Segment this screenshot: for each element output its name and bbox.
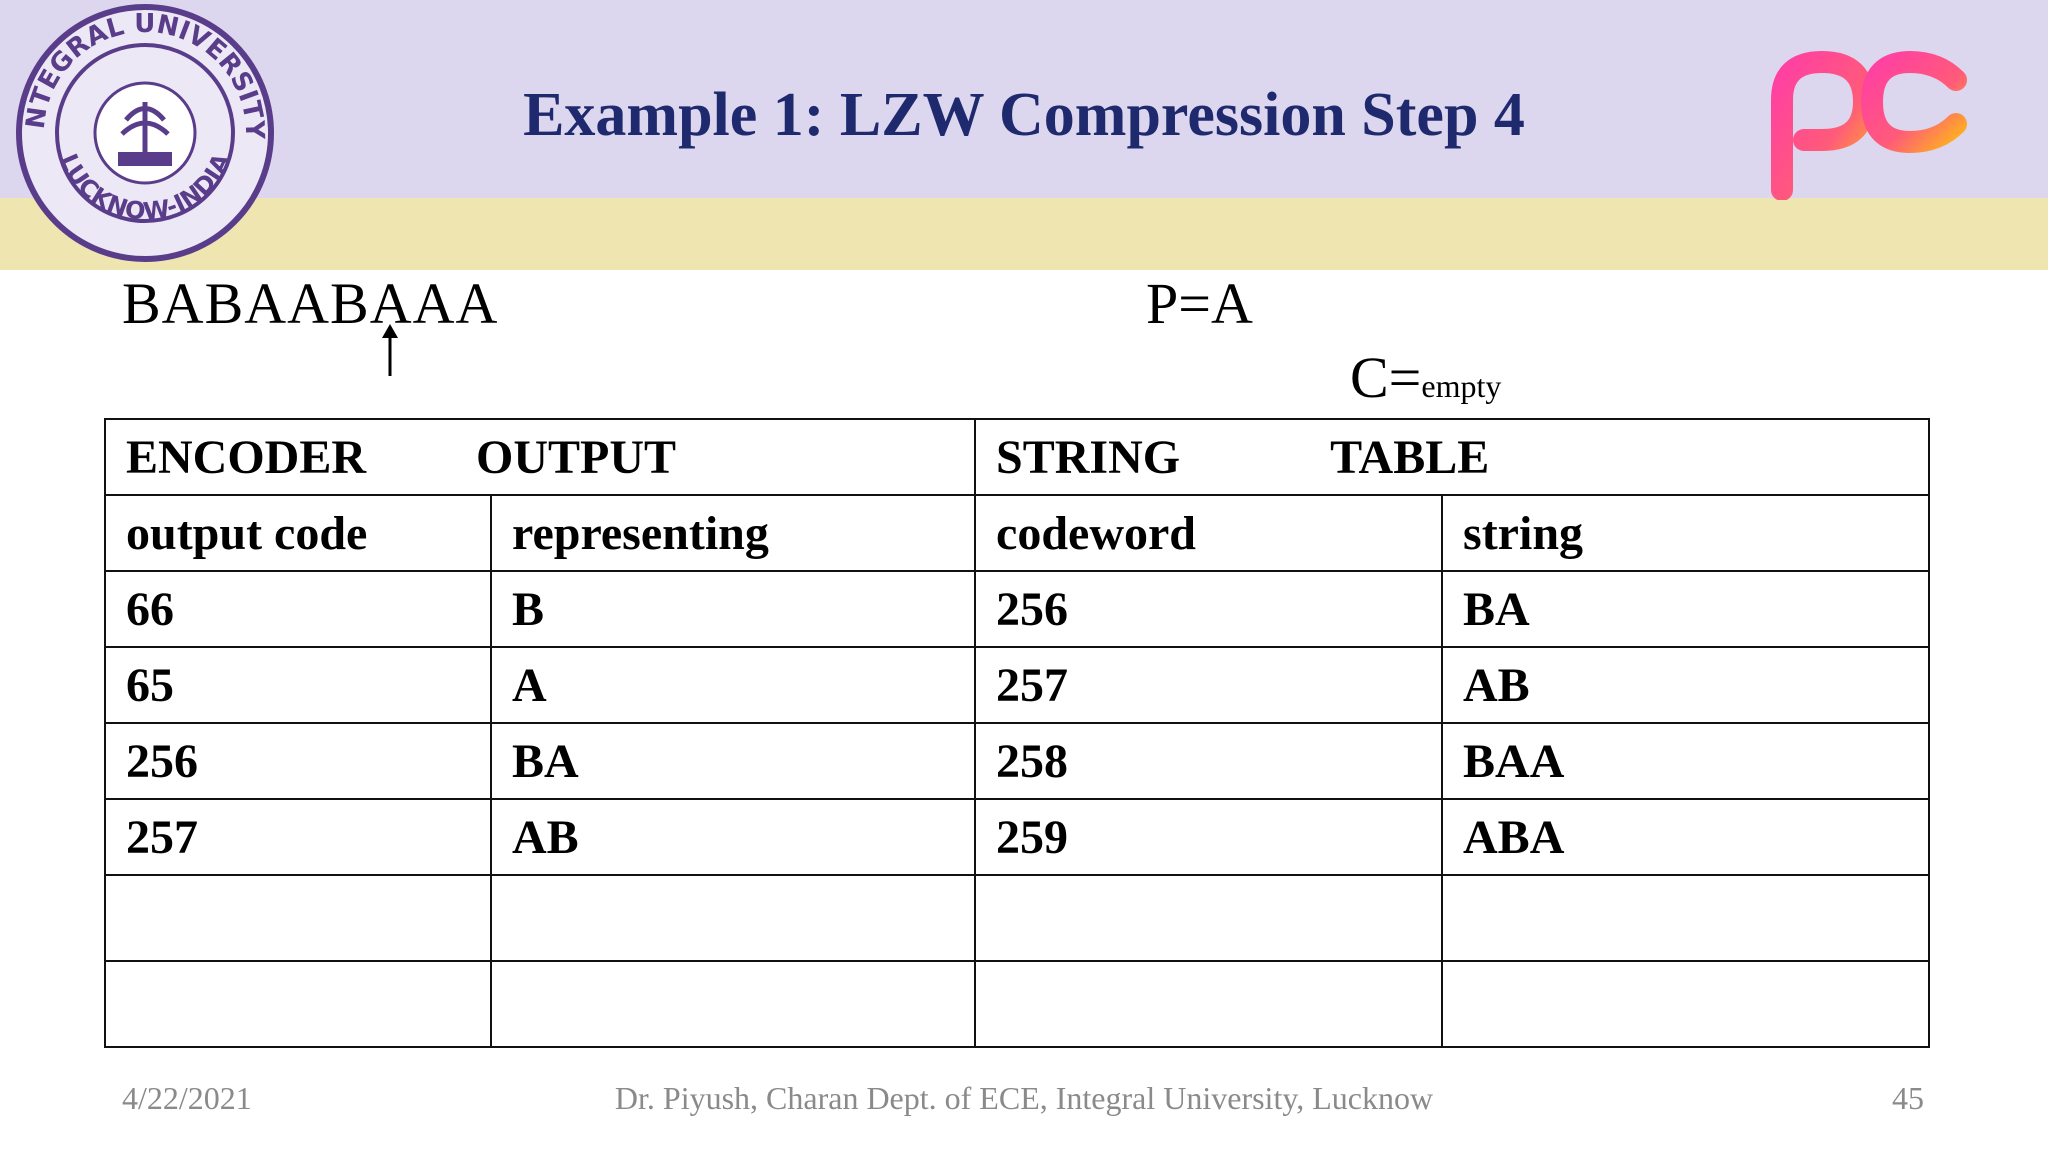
column-header-row: output code representing codeword string [104, 494, 1931, 572]
page-number: 45 [1892, 1080, 1924, 1116]
column-header: output code [104, 494, 492, 572]
slide-title: Example 1: LZW Compression Step 4 [523, 81, 1525, 149]
empty-cell [974, 874, 1444, 962]
column-header: string [1441, 494, 1931, 572]
c-value: C=empty [1350, 344, 1501, 411]
lzw-table: ENCODER OUTPUT STRING TABLE output code re… [103, 418, 1931, 1048]
table-cell: 65 [104, 646, 492, 724]
table-cell: 257 [104, 798, 492, 876]
column-header: codeword [974, 494, 1444, 572]
header-band [0, 0, 2048, 198]
table-cell: BAA [1441, 722, 1931, 800]
table-cell: B [489, 570, 977, 648]
string-table-header: STRING TABLE [974, 418, 1931, 496]
table-row: 256 BA 258 BAA [104, 722, 1931, 800]
footer-date: 4/22/2021 [122, 1080, 252, 1116]
table-label: TABLE [1330, 430, 1490, 484]
accent-band [0, 198, 2048, 270]
c-label: C= [1350, 345, 1422, 410]
table-cell: A [489, 646, 977, 724]
empty-cell [489, 874, 977, 962]
table-cell: ABA [1441, 798, 1931, 876]
output-label: OUTPUT [476, 430, 677, 484]
encoder-output-header: ENCODER OUTPUT [103, 418, 977, 496]
c-subscript: empty [1421, 368, 1502, 404]
table-cell: 66 [104, 570, 492, 648]
empty-cell [974, 960, 1444, 1048]
arrow-up-icon [382, 324, 398, 376]
pc-logo [1771, 50, 1967, 200]
table-cell: AB [489, 798, 977, 876]
empty-cell [489, 960, 977, 1048]
table-cell: 256 [974, 570, 1444, 648]
column-header: representing [489, 494, 977, 572]
empty-cell [104, 960, 492, 1048]
table-row: 66 B 256 BA [104, 570, 1931, 648]
input-sequence: BABAABAAA [122, 271, 499, 336]
table-cell: 256 [104, 722, 492, 800]
empty-cell [104, 874, 492, 962]
string-label: STRING [996, 430, 1181, 484]
p-value: P=A [1146, 271, 1253, 336]
footer-author: Dr. Piyush, Charan Dept. of ECE, Integra… [614, 1080, 1434, 1116]
table-cell: AB [1441, 646, 1931, 724]
table-cell: 257 [974, 646, 1444, 724]
table-row: 65 A 257 AB [104, 646, 1931, 724]
table-cell: 259 [974, 798, 1444, 876]
empty-row [104, 874, 1931, 962]
table-row: 257 AB 259 ABA [104, 798, 1931, 876]
group-header-row: ENCODER OUTPUT STRING TABLE [103, 418, 1931, 496]
table-cell: 258 [974, 722, 1444, 800]
table-cell: BA [489, 722, 977, 800]
table-cell: BA [1441, 570, 1931, 648]
empty-cell [1441, 874, 1931, 962]
university-logo: INTEGRAL UNIVERSITY LUCKNOW-INDIA [14, 2, 274, 262]
empty-row [104, 960, 1931, 1048]
empty-cell [1441, 960, 1931, 1048]
encoder-label: ENCODER [126, 430, 367, 484]
